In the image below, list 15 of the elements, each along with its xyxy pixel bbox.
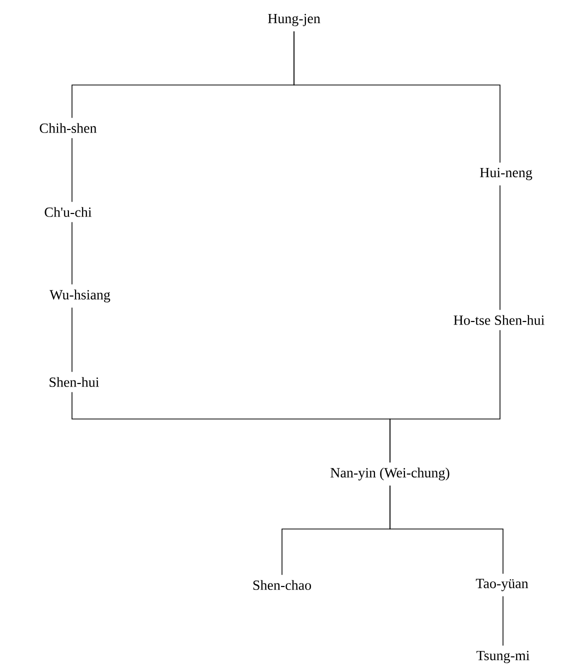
name-label: Ho-tse Shen-hui <box>454 315 544 325</box>
name-label: Chih-shen <box>40 123 97 133</box>
connector-line <box>390 330 500 463</box>
name-label: Nan-yin (Wei-chung) <box>330 468 450 480</box>
connector-line <box>502 596 504 646</box>
name-label: Hui-neng <box>480 168 532 180</box>
name-label: Tsung-mi <box>476 650 530 664</box>
name-label: Tao-yüan <box>476 578 528 592</box>
name-label: Shen-hui <box>50 377 99 387</box>
connector-line <box>294 30 500 164</box>
name-label: Shen-chao <box>253 580 312 590</box>
name-label: Hung-jen <box>268 14 320 26</box>
name-label: Wu-hsiang <box>50 290 110 302</box>
name-label: Ch'u-chi <box>44 207 92 217</box>
connector-line <box>390 485 504 574</box>
